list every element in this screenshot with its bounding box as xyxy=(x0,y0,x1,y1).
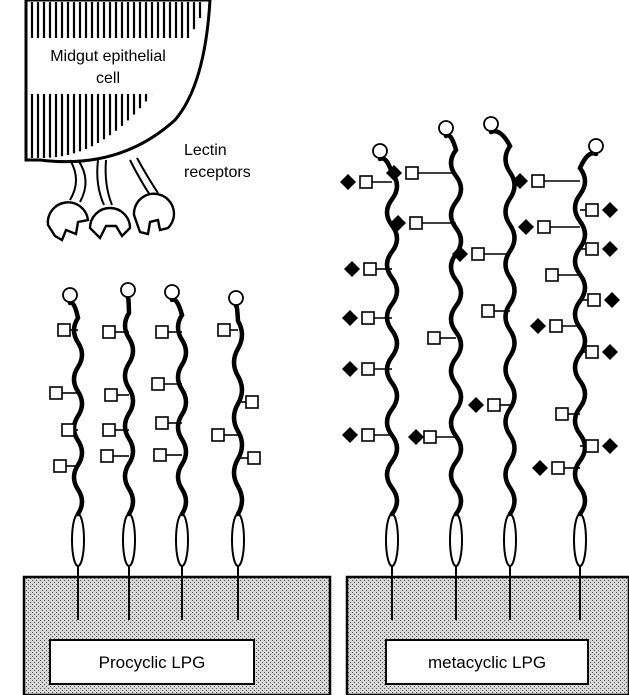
square-icon xyxy=(362,312,374,324)
diamond-icon xyxy=(344,261,360,277)
midgut-epithelial-cell: Midgut epithelial cell xyxy=(26,0,210,162)
square-icon xyxy=(362,429,374,441)
square-icon xyxy=(50,387,62,399)
square-icon xyxy=(532,175,544,187)
square-icon xyxy=(54,460,66,472)
square-icon xyxy=(218,324,230,336)
diamond-icon xyxy=(468,397,484,413)
cap-circle-icon xyxy=(484,117,498,131)
lpg-backbone xyxy=(491,131,515,514)
core-ellipse xyxy=(450,514,462,566)
square-icon xyxy=(246,396,258,408)
lpg-molecule xyxy=(101,283,135,620)
square-icon xyxy=(103,424,115,436)
square-icon xyxy=(362,363,374,375)
cap-circle-icon xyxy=(165,285,179,299)
lpg-backbone xyxy=(125,298,133,514)
square-icon xyxy=(364,263,376,275)
procyclic-label: Procyclic LPG xyxy=(99,653,206,672)
lpg-backbone xyxy=(234,306,242,514)
diamond-icon xyxy=(602,438,618,454)
square-icon xyxy=(488,399,500,411)
square-icon xyxy=(428,332,440,344)
metacyclic-label: metacyclic LPG xyxy=(428,653,546,672)
receptors-label-line2: receptors xyxy=(184,164,251,181)
receptor-head-icon xyxy=(90,208,130,238)
receptor-head-icon xyxy=(134,194,174,234)
square-icon xyxy=(62,424,74,436)
core-ellipse xyxy=(176,514,188,566)
diamond-icon xyxy=(342,310,358,326)
core-ellipse xyxy=(574,514,586,566)
cap-circle-icon xyxy=(373,144,387,158)
core-ellipse xyxy=(504,514,516,566)
square-icon xyxy=(406,167,418,179)
cap-circle-icon xyxy=(439,121,453,135)
core-ellipse xyxy=(232,514,244,566)
lpg-molecule xyxy=(212,291,260,620)
diamond-icon xyxy=(602,241,618,257)
lpg-molecule xyxy=(512,139,620,620)
square-icon xyxy=(588,294,600,306)
core-ellipse xyxy=(72,514,84,566)
square-icon xyxy=(156,417,168,429)
lpg-molecule xyxy=(152,285,188,620)
square-icon xyxy=(248,452,260,464)
square-icon xyxy=(550,320,562,332)
lpg-backbone xyxy=(446,135,461,514)
receptors-label-line1: Lectin xyxy=(184,142,227,159)
square-icon xyxy=(410,217,422,229)
receptor-head-icon xyxy=(48,202,88,240)
square-icon xyxy=(586,243,598,255)
cap-circle-icon xyxy=(121,283,135,297)
square-icon xyxy=(538,221,550,233)
cell-label-line1: Midgut epithelial xyxy=(50,48,166,65)
square-icon xyxy=(556,408,568,420)
square-icon xyxy=(552,462,564,474)
square-icon xyxy=(546,269,558,281)
diamond-icon xyxy=(604,292,620,308)
diamond-icon xyxy=(602,344,618,360)
square-icon xyxy=(105,389,117,401)
square-icon xyxy=(212,429,224,441)
square-icon xyxy=(586,346,598,358)
diamond-icon xyxy=(518,219,534,235)
lpg-backbone xyxy=(70,303,82,514)
diamond-icon xyxy=(532,460,548,476)
cap-circle-icon xyxy=(63,288,77,302)
diamond-icon xyxy=(342,361,358,377)
square-icon xyxy=(152,378,164,390)
diamond-icon xyxy=(408,429,424,445)
square-icon xyxy=(154,449,166,461)
diamond-icon xyxy=(602,202,618,218)
square-icon xyxy=(58,324,70,336)
cell-label-line2: cell xyxy=(96,70,120,87)
diamond-icon xyxy=(342,427,358,443)
lpg-molecules xyxy=(50,117,620,620)
square-icon xyxy=(101,450,113,462)
diamond-icon xyxy=(530,318,546,334)
core-ellipse xyxy=(386,514,398,566)
square-icon xyxy=(586,440,598,452)
cap-circle-icon xyxy=(589,139,603,153)
square-icon xyxy=(482,305,494,317)
square-icon xyxy=(424,431,436,443)
diamond-icon xyxy=(340,174,356,190)
square-icon xyxy=(156,326,168,338)
square-icon xyxy=(586,204,598,216)
lpg-backbone xyxy=(380,158,397,514)
square-icon xyxy=(472,248,484,260)
square-icon xyxy=(360,176,372,188)
cap-circle-icon xyxy=(229,291,243,305)
lectin-receptors xyxy=(48,158,174,240)
lpg-molecule xyxy=(50,288,84,620)
core-ellipse xyxy=(123,514,135,566)
square-icon xyxy=(103,326,115,338)
lpg-molecule xyxy=(340,144,398,620)
